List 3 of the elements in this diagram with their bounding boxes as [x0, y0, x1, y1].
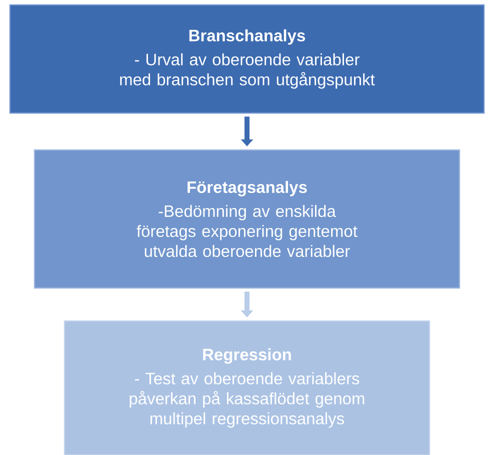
process-box: Branschanalys - Urval av oberoende variabler med branschen som utgångspunkt	[9, 4, 485, 114]
process-box: Företagsanalys -Bedömning av enskilda företags exponering gentemot utvalda oberoende variabler	[34, 149, 460, 289]
process-box: Regression - Test av oberoende variablers påverkan på kassaflödet genom multipel regressionsanalys	[64, 320, 430, 455]
